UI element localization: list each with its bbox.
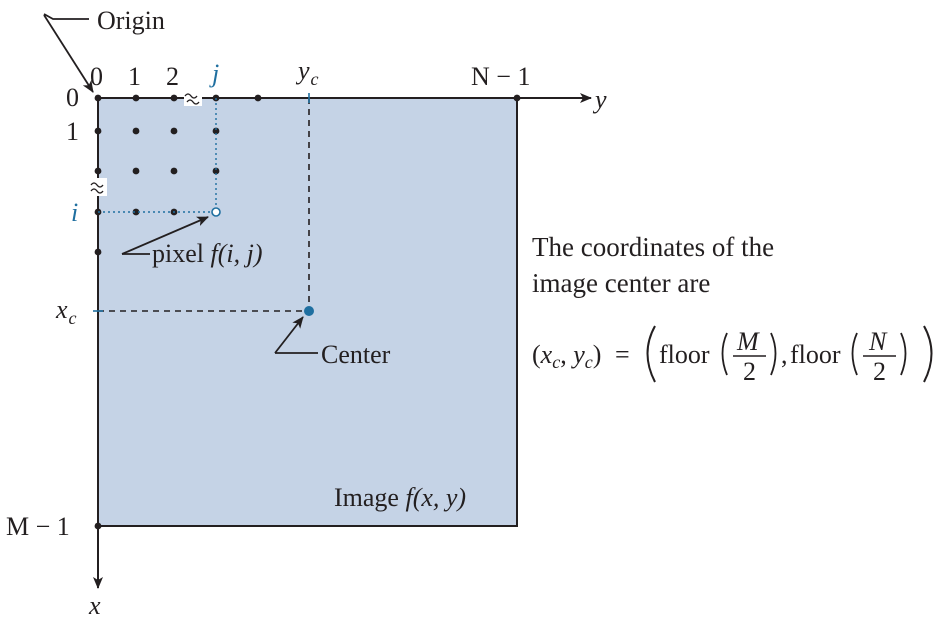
frac1-paren-left [721, 332, 728, 376]
note-line-1: The coordinates of the [532, 232, 774, 262]
floor-2: floor [790, 340, 841, 369]
grid-dot [132, 94, 140, 102]
y-axis-break-mark [184, 90, 202, 106]
grid-dot [170, 127, 178, 135]
center-arrow [274, 316, 304, 354]
col-label-j: j [209, 59, 219, 88]
grid-dot [132, 208, 140, 216]
grid-dot [513, 94, 521, 102]
outer-paren-right [923, 325, 933, 383]
grid-dot [132, 127, 140, 135]
grid-dot [94, 94, 102, 102]
pixel-label: pixel f(i, j) [152, 239, 263, 268]
grid-dot [170, 94, 178, 102]
row-label-last: M − 1 [6, 512, 70, 541]
pixel-arrow [121, 216, 209, 255]
formula-comma: , [781, 340, 788, 369]
formula-lhs: (xc, yc) [532, 340, 601, 372]
grid-dot [212, 167, 220, 175]
frac2-numerator: N [868, 327, 888, 356]
grid-dot [254, 94, 262, 102]
row-label-1: 1 [66, 117, 79, 146]
center-formula: (xc, yc) = floor M 2 , floor N 2 [532, 325, 933, 386]
y-axis-label: y [592, 85, 607, 114]
grid-dot [94, 127, 102, 135]
frac1-paren-right [770, 332, 777, 376]
grid-dot [132, 167, 140, 175]
grid-dot [170, 167, 178, 175]
col-label-yc: yc [295, 56, 319, 89]
col-label-2: 2 [166, 62, 179, 91]
frac1-denominator: 2 [743, 357, 756, 386]
row-label-0: 0 [66, 83, 79, 112]
x-axis-break-mark [89, 178, 107, 196]
formula-equals: = [615, 340, 630, 369]
origin-arrow [43, 14, 94, 93]
col-label-0: 0 [90, 62, 103, 91]
x-axis-label: x [88, 591, 101, 620]
origin-label: Origin [97, 6, 165, 35]
grid-dot [94, 522, 102, 530]
outer-paren-left [646, 325, 656, 383]
frac2-paren-right [900, 332, 907, 376]
grid-dot [94, 248, 102, 256]
center-label: Center [321, 340, 391, 369]
center-marker [304, 306, 314, 316]
pixel-grid [94, 94, 521, 530]
frac2-denominator: 2 [873, 357, 886, 386]
image-label: Image f(x, y) [334, 483, 466, 512]
row-label-i: i [71, 198, 78, 227]
frac2-paren-left [851, 332, 858, 376]
floor-1: floor [659, 340, 710, 369]
note-line-2: image center are [532, 268, 710, 298]
col-label-last: N − 1 [471, 62, 530, 91]
origin-leader [43, 13, 89, 20]
col-label-1: 1 [128, 62, 141, 91]
grid-dot [94, 167, 102, 175]
pixel-ij-marker [211, 207, 221, 217]
frac1-numerator: M [736, 327, 760, 356]
grid-dot [212, 127, 220, 135]
row-label-xc: xc [55, 295, 77, 328]
